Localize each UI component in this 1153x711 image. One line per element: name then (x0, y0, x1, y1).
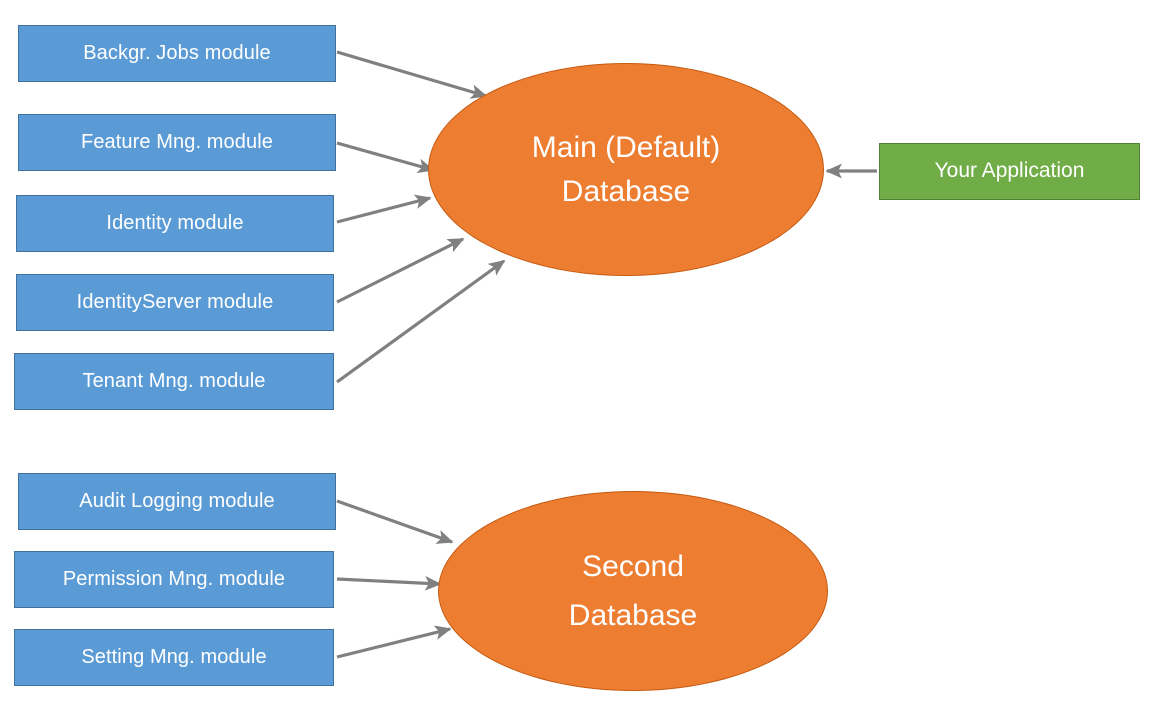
connector-feature-mng-to-main (336, 141, 435, 173)
main-database-label-line2: Database (561, 174, 691, 208)
module-label: Identity module (106, 212, 244, 234)
module-node-backgr-jobs[interactable]: Backgr. Jobs module (18, 25, 336, 82)
module-label: Backgr. Jobs module (83, 42, 271, 64)
module-label: Permission Mng. module (62, 568, 286, 590)
your-application-label: Your Application (934, 159, 1085, 183)
module-node-permission-mng[interactable]: Permission Mng. module (14, 551, 334, 608)
main-database-node[interactable]: Main (Default) Database (428, 63, 824, 276)
main-database-label-line1: Main (Default) (531, 131, 721, 164)
module-label: Feature Mng. module (81, 131, 273, 153)
connector-permission-mng-to-second (336, 575, 442, 591)
module-node-tenant-mng[interactable]: Tenant Mng. module (14, 353, 334, 410)
module-label: Tenant Mng. module (82, 370, 266, 392)
module-node-setting-mng[interactable]: Setting Mng. module (14, 629, 334, 686)
your-application-node[interactable]: Your Application (879, 143, 1140, 200)
connector-identity-to-main (336, 194, 432, 224)
module-label: Setting Mng. module (81, 646, 267, 668)
connector-tenant-mng-to-main (336, 259, 506, 384)
connector-backgr-jobs-to-main (336, 50, 488, 99)
module-node-audit-logging[interactable]: Audit Logging module (18, 473, 336, 530)
connector-identityserver-to-main (336, 237, 465, 304)
module-node-identityserver[interactable]: IdentityServer module (16, 274, 334, 331)
module-node-feature-mng[interactable]: Feature Mng. module (18, 114, 336, 171)
module-label: Audit Logging module (79, 490, 275, 512)
second-database-node[interactable]: Second Database (438, 491, 828, 691)
module-node-identity[interactable]: Identity module (16, 195, 334, 252)
connector-audit-logging-to-second (336, 499, 454, 544)
second-database-label-line1: Second (582, 549, 684, 583)
connector-setting-mng-to-second (336, 625, 452, 659)
second-database-label-line2: Database (568, 599, 698, 632)
module-label: IdentityServer module (76, 291, 274, 313)
